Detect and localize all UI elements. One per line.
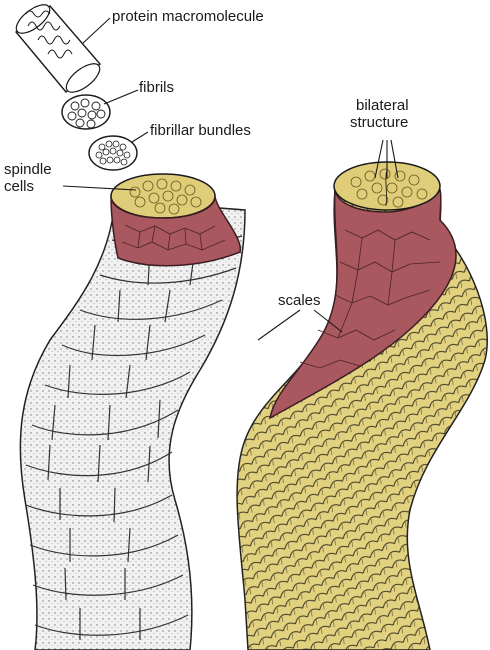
left-hair-fiber — [20, 200, 245, 650]
leader-fibrillar-bundles — [132, 132, 148, 142]
label-fibrillar-bundles: fibrillar bundles — [150, 123, 251, 139]
right-hair-fiber — [237, 190, 487, 650]
label-bilateral-structure-line1: bilateral — [356, 98, 409, 114]
label-spindle-cells-line2: cells — [4, 179, 34, 195]
label-spindle-cells-line1: spindle — [4, 162, 52, 178]
leader-protein-macromolecule — [82, 18, 110, 44]
coiled-helix-cylinder-icon — [12, 0, 105, 97]
fibril-disc-icon — [62, 95, 110, 129]
left-hair-body — [20, 200, 245, 650]
label-scales: scales — [278, 293, 321, 309]
label-fibrils: fibrils — [139, 80, 174, 96]
leader-scales-left — [258, 310, 300, 340]
leader-fibrils — [104, 90, 138, 104]
bundle-disc-icon — [89, 136, 137, 170]
label-bilateral-structure-line2: structure — [350, 115, 408, 131]
label-protein-macromolecule: protein macromolecule — [112, 9, 264, 25]
left-cross-section — [111, 174, 240, 266]
